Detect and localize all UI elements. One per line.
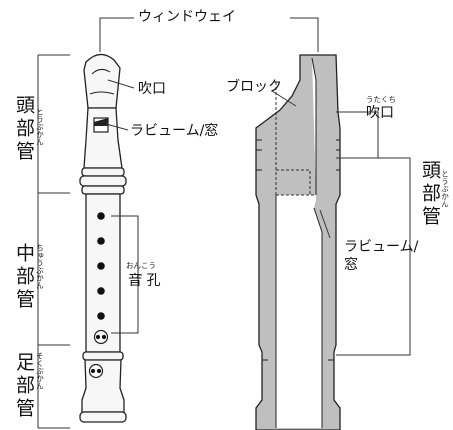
tone-holes-ruby: おんこう (126, 261, 156, 270)
head-joint-ring (81, 167, 125, 177)
mouthpiece-ruby-right: うたくち (366, 95, 396, 104)
recorder-foot-body (81, 359, 125, 413)
foot-section-ruby: そくぶかん (35, 352, 45, 390)
labium-window-label-left: ラビューム/窓 (130, 123, 219, 139)
cross-section-bore (276, 58, 322, 428)
head-joint-ring (81, 185, 125, 195)
double-tone-hole (93, 329, 109, 345)
middle-section-ruby: ちゅうぶかん (35, 244, 45, 289)
recorder-mouthpiece (83, 53, 121, 109)
block-label: ブロック (226, 79, 282, 95)
mouthpiece-label-left: 吹口 (138, 81, 166, 97)
callout-lines (105, 79, 142, 334)
callout-lines-right (271, 90, 411, 356)
windway-bracket (99, 17, 319, 52)
foot-section-name: 足部管 (13, 352, 35, 421)
labium-window-label-right-1: ラビューム/ (344, 239, 419, 255)
head-joint-ring (79, 175, 127, 187)
middle-joint-ring (82, 351, 124, 361)
recorder-middle-body (85, 193, 121, 353)
head-section-name-right: 頭部管 (419, 160, 441, 229)
head-section-name-left: 頭部管 (13, 95, 35, 164)
labium-window-label-right-2: 窓 (344, 257, 358, 273)
head-section-ruby-left: とうぶかん (35, 108, 45, 146)
windway-label: ウィンドウェイ (138, 9, 236, 25)
tone-holes (97, 212, 105, 320)
recorder-illustration (79, 53, 127, 423)
recorder-head-body (83, 107, 123, 169)
tone-holes-label: 音 孔 (128, 273, 161, 289)
block-outline (275, 169, 311, 195)
middle-section-name: 中部管 (13, 243, 35, 312)
double-tone-hole (88, 363, 104, 379)
foot-bell-ring (79, 411, 127, 423)
section-brackets-left (37, 54, 70, 429)
head-section-ruby-right: とうぶかん (440, 170, 450, 208)
mouthpiece-label-right: 吹口 (366, 105, 394, 121)
